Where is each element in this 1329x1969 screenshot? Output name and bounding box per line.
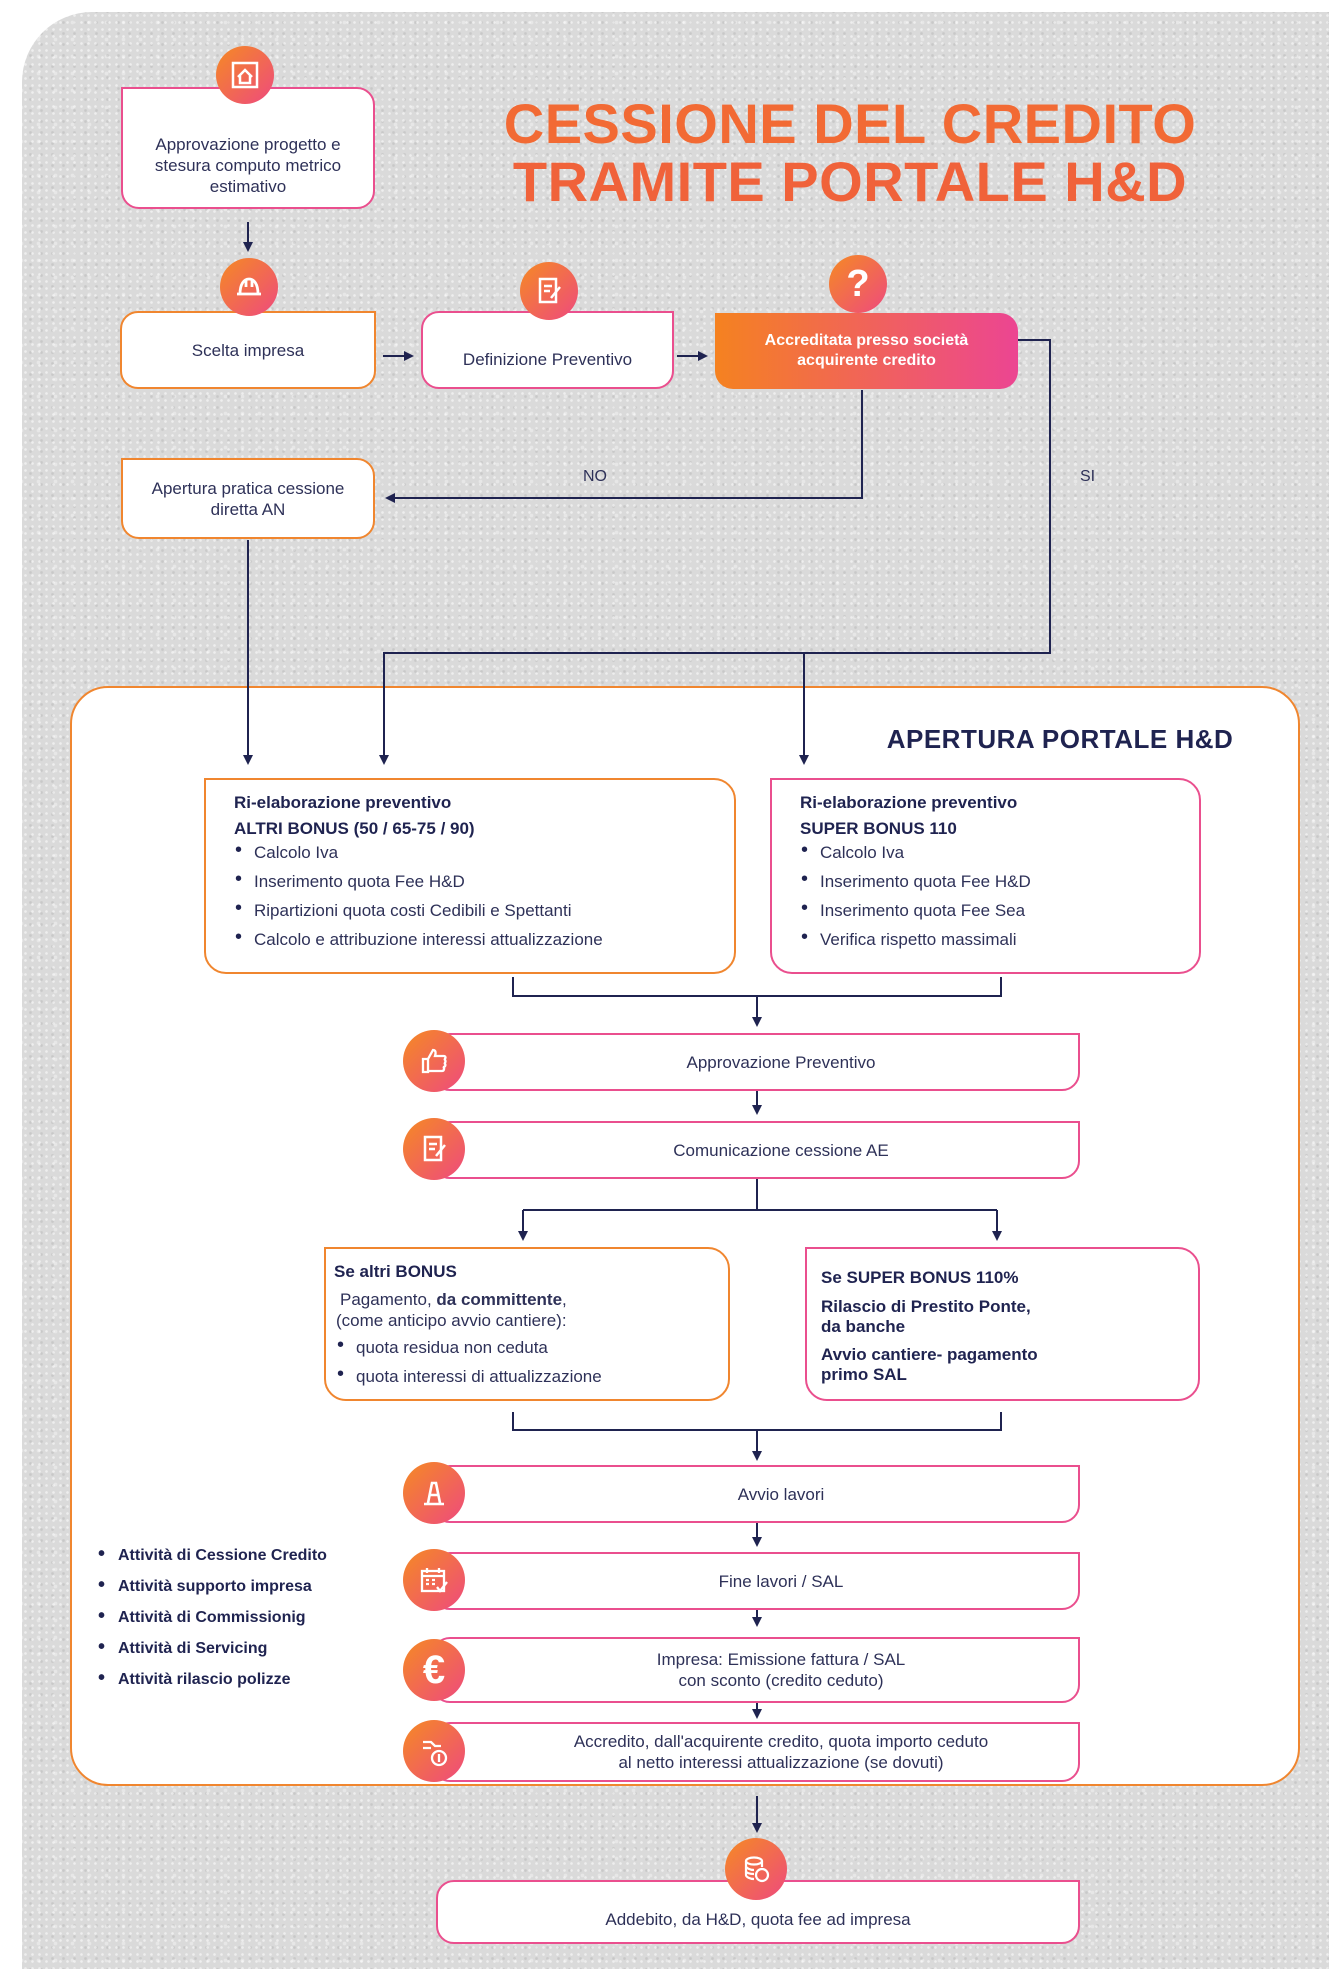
altri-bonus-box: Ri-elaborazione preventivo ALTRI BONUS (… — [204, 778, 736, 974]
emissione-line-1: Impresa: Emissione fattura / SAL — [656, 1650, 906, 1669]
se-super-bonus-box: Se SUPER BONUS 110% Rilascio di Prestito… — [805, 1247, 1200, 1401]
apertura-pratica-text: Apertura pratica cessione diretta AN — [151, 478, 345, 519]
list-item: Ripartizioni quota costi Cedibili e Spet… — [234, 897, 714, 922]
approvazione-progetto-box: Approvazione progetto e stesura computo … — [121, 87, 375, 209]
se-altri-heading: Se altri BONUS — [334, 1262, 457, 1281]
altri-bonus-heading-1: Ri-elaborazione preventivo — [234, 793, 452, 812]
comunicazione-text: Comunicazione cessione AE — [673, 1140, 889, 1160]
list-item: Attività di Cessione Credito — [98, 1539, 327, 1571]
list-item: Inserimento quota Fee Sea — [800, 897, 1179, 922]
accredito-line-2: al netto interessi attualizzazione (se d… — [618, 1753, 944, 1772]
super-bonus-heading-2: SUPER BONUS 110 — [800, 819, 957, 838]
edit-document-icon — [520, 262, 578, 320]
se-altri-payment-bold: da committente — [436, 1290, 563, 1309]
list-item: Attività di Commissionig — [98, 1601, 327, 1633]
question-icon: ? — [829, 255, 887, 313]
scelta-impresa-text: Scelta impresa — [191, 340, 305, 360]
thumbs-up-icon — [403, 1030, 465, 1092]
approvazione-preventivo-box: Approvazione Preventivo — [432, 1033, 1080, 1091]
fine-lavori-text: Fine lavori / SAL — [718, 1571, 844, 1591]
avvio-lavori-text: Avvio lavori — [737, 1484, 825, 1504]
services-list: Attività di Cessione Credito Attività su… — [98, 1539, 327, 1695]
accreditata-box: Accreditata presso società acquirente cr… — [715, 313, 1018, 389]
calendar-check-icon — [403, 1549, 465, 1611]
se-altri-payment-line: Pagamento, da committente, — [340, 1289, 708, 1311]
super-bonus-list: Calcolo Iva Inserimento quota Fee H&D In… — [800, 839, 1179, 951]
list-item: quota residua non ceduta — [336, 1334, 708, 1359]
house-plan-icon — [216, 46, 274, 104]
list-item: Attività supporto impresa — [98, 1570, 327, 1602]
comunicazione-box: Comunicazione cessione AE — [432, 1121, 1080, 1179]
fine-lavori-box: Fine lavori / SAL — [432, 1552, 1080, 1610]
list-item: Attività di Servicing — [98, 1632, 327, 1664]
list-item: Inserimento quota Fee H&D — [234, 868, 714, 893]
list-item: quota interessi di attualizzazione — [336, 1363, 708, 1388]
super-bonus-box: Ri-elaborazione preventivo SUPER BONUS 1… — [770, 778, 1201, 974]
se-super-line-3: Avvio cantiere- pagamento — [821, 1345, 1038, 1364]
no-branch-label: NO — [583, 468, 607, 485]
definizione-preventivo-box: Definizione Preventivo — [421, 311, 674, 389]
page-title: CESSIONE DEL CREDITO TRAMITE PORTALE H&D — [440, 95, 1260, 211]
altri-bonus-heading-2: ALTRI BONUS (50 / 65-75 / 90) — [234, 819, 475, 838]
list-item: Attività rilascio polizze — [98, 1663, 327, 1695]
super-bonus-heading-1: Ri-elaborazione preventivo — [800, 793, 1018, 812]
se-super-line-4: primo SAL — [821, 1365, 907, 1384]
accreditata-text: Accreditata presso società acquirente cr… — [764, 332, 969, 369]
money-hand-icon — [403, 1720, 465, 1782]
title-line-2: TRAMITE PORTALE H&D — [512, 150, 1188, 213]
list-item: Verifica rispetto massimali — [800, 926, 1179, 951]
list-item: Inserimento quota Fee H&D — [800, 868, 1179, 893]
altri-bonus-list: Calcolo Iva Inserimento quota Fee H&D Ri… — [234, 839, 714, 951]
edit-document-icon — [403, 1118, 465, 1180]
se-super-heading: Se SUPER BONUS 110% — [821, 1268, 1019, 1287]
portal-title: APERTURA PORTALE H&D — [886, 724, 1234, 754]
hard-hat-icon — [220, 258, 278, 316]
se-super-line-1: Rilascio di Prestito Ponte, — [821, 1297, 1031, 1316]
approvazione-preventivo-text: Approvazione Preventivo — [686, 1052, 876, 1072]
traffic-cone-icon — [403, 1462, 465, 1524]
se-altri-payment-pre: Pagamento, — [340, 1290, 437, 1309]
emissione-line-2: con sconto (credito ceduto) — [678, 1671, 884, 1690]
definizione-preventivo-text: Definizione Preventivo — [462, 349, 633, 369]
se-altri-payment-post: , — [562, 1290, 567, 1309]
se-super-line-2: da banche — [821, 1317, 906, 1336]
emissione-fattura-box: Impresa: Emissione fattura / SAL con sco… — [432, 1637, 1080, 1703]
euro-icon: € — [403, 1639, 465, 1701]
accredito-line-1: Accredito, dall'acquirente credito, quot… — [573, 1732, 989, 1751]
title-line-1: CESSIONE DEL CREDITO — [503, 92, 1197, 155]
addebito-text: Addebito, da H&D, quota fee ad impresa — [605, 1909, 911, 1929]
avvio-lavori-box: Avvio lavori — [432, 1465, 1080, 1523]
approvazione-progetto-text: Approvazione progetto e stesura computo … — [154, 134, 342, 196]
scelta-impresa-box: Scelta impresa — [120, 311, 376, 389]
list-item: Calcolo Iva — [234, 839, 714, 864]
si-branch-label: SI — [1080, 468, 1096, 485]
list-item: Calcolo e attribuzione interessi attuali… — [234, 926, 714, 951]
se-altri-list: quota residua non ceduta quota interessi… — [336, 1334, 708, 1388]
list-item: Calcolo Iva — [800, 839, 1179, 864]
accredito-box: Accredito, dall'acquirente credito, quot… — [432, 1722, 1080, 1782]
apertura-pratica-box: Apertura pratica cessione diretta AN — [121, 458, 375, 539]
se-altri-bonus-box: Se altri BONUS Pagamento, da committente… — [324, 1247, 730, 1401]
coins-icon — [725, 1838, 787, 1900]
se-altri-line-2: (come anticipo avvio cantiere): — [336, 1311, 567, 1330]
